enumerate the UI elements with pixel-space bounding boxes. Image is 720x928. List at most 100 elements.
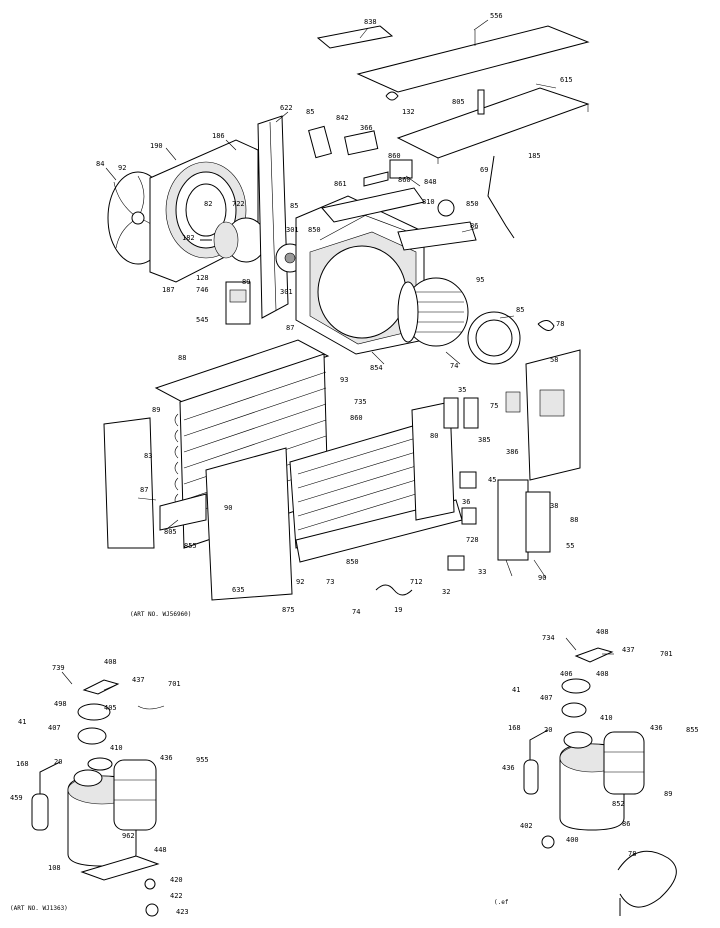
lr-852: 852 [612,800,625,808]
callout-187: 187 [162,286,175,294]
callout-75: 75 [490,402,498,410]
callout-635: 635 [232,586,245,594]
motor-coupling-hub [284,252,296,264]
callout-58: 58 [550,356,558,364]
ll-410: 410 [110,744,123,752]
lr-402: 402 [520,822,533,830]
fan-motor [200,217,267,263]
callout-386: 386 [506,448,519,456]
ll-422: 422 [170,892,183,900]
ll-498: 498 [54,700,67,708]
callout-45: 45 [488,476,496,484]
callout-84: 84 [96,160,104,168]
lr-408b: 408 [596,670,609,678]
callout-735: 735 [354,398,367,406]
lower-right-wire-loop [617,850,677,916]
ll-423: 423 [176,908,189,916]
lr-701: 701 [660,650,673,658]
harness-wires [375,584,413,596]
overload [461,507,477,525]
lr-406: 406 [560,670,573,678]
callout-190: 190 [150,142,163,150]
blower-wheel [397,277,469,347]
callout-805: 805 [452,98,465,106]
lr-86: 86 [622,820,630,828]
callout-92b: 92 [296,578,304,586]
top-rail [396,87,590,164]
callout-855: 855 [184,542,197,550]
ll-20: 20 [54,758,62,766]
ll-420: 420 [170,876,183,884]
callout-90: 90 [224,504,232,512]
ll-459: 459 [10,794,23,802]
callout-805b: 805 [164,528,177,536]
callout-74: 74 [450,362,458,370]
callout-32: 32 [442,588,450,596]
caption-main-art-number: (ART NO. WJ56960) [130,611,191,618]
stray-mark: (.ef [494,899,509,906]
callout-85c: 85 [516,306,524,314]
small-bracket-set [308,125,515,239]
blower-orifice-ring [467,311,521,365]
callout-615: 615 [560,76,573,84]
callout-87: 87 [286,324,294,332]
wire-loop [537,320,555,331]
relay [459,471,477,489]
callout-88b: 88 [570,516,578,524]
callout-301b: 301 [280,288,293,296]
lr-168: 168 [508,724,521,732]
callout-385: 385 [478,436,491,444]
ll-436: 436 [160,754,173,762]
callout-185: 185 [528,152,541,160]
ll-448: 448 [154,846,167,854]
callout-85: 85 [306,108,314,116]
ll-962: 962 [122,832,135,840]
ll-108: 108 [48,864,61,872]
capacitors [443,397,479,429]
callout-38: 38 [550,502,558,510]
callout-860: 860 [388,152,401,160]
callout-182: 182 [182,234,195,242]
callout-55: 55 [566,542,574,550]
callout-848: 848 [424,178,437,186]
lower-left-muffler [113,759,157,831]
ll-408: 408 [104,658,117,666]
callout-90b: 90 [538,574,546,582]
lower-right-grommet [541,835,555,849]
callout-78: 78 [556,320,564,328]
top-cover-panel [316,25,590,93]
callout-labels: 838 556 615 622 85 842 366 805 132 186 1… [96,12,578,616]
callout-93: 93 [340,376,348,384]
callout-19: 19 [394,606,402,614]
callout-850b: 850 [308,226,321,234]
lr-437: 437 [622,646,635,654]
lr-436: 436 [650,724,663,732]
ll-437: 437 [132,676,145,684]
ll-701: 701 [168,680,181,688]
ll-955: 955 [196,756,209,764]
lr-400: 400 [566,836,579,844]
ll-168: 168 [16,760,29,768]
callout-186: 186 [212,132,225,140]
callout-95: 95 [476,276,484,284]
callout-545: 545 [196,316,209,324]
ll-739: 739 [52,664,65,672]
lower-right-labels: 734 408 437 701 406 408 41 407 410 436 8… [502,628,699,858]
blower-partition-panel [321,187,477,251]
callout-33: 33 [478,568,486,576]
lr-41: 41 [512,686,520,694]
caption-lower-left-art-number: (ART NO. WJ1363) [10,905,68,912]
thermostat-switch [497,479,551,561]
partition-panel [411,401,455,521]
lr-410: 410 [600,714,613,722]
callout-860c: 860 [350,414,363,422]
callout-712: 712 [410,578,423,586]
callout-301: 301 [286,226,299,234]
callout-73: 73 [326,578,334,586]
callout-35: 35 [458,386,466,394]
callout-89b: 89 [152,406,160,414]
lower-right-muffler [603,731,645,795]
spring-clip [385,91,399,101]
callout-875: 875 [282,606,295,614]
